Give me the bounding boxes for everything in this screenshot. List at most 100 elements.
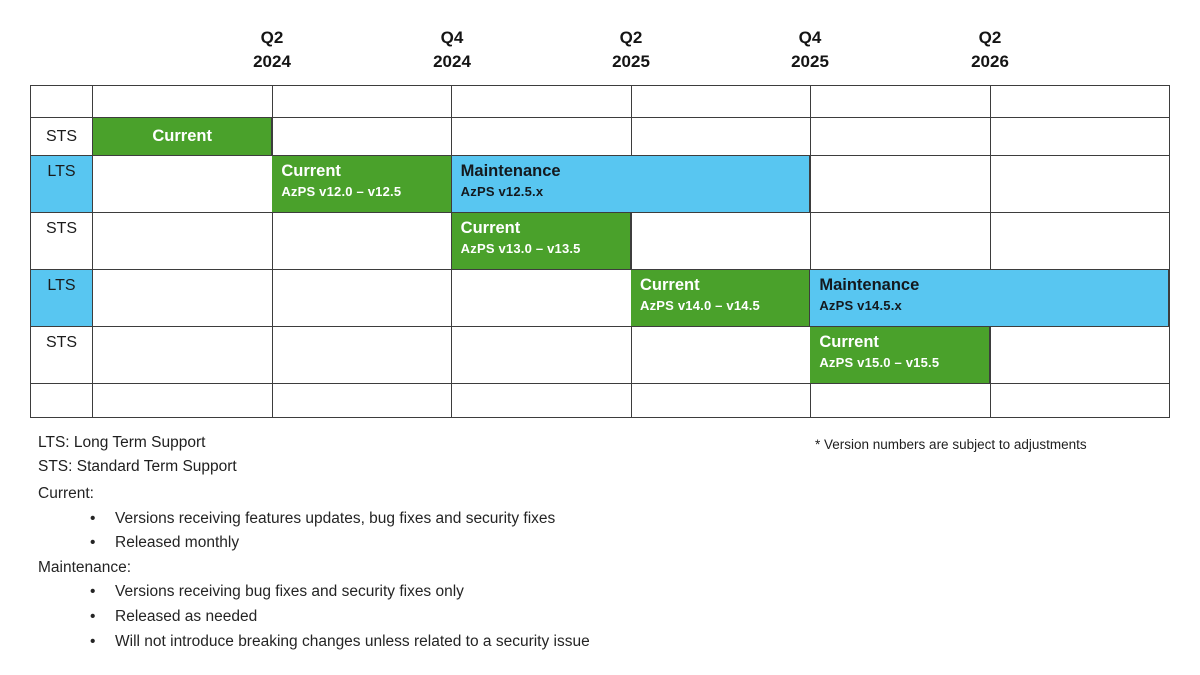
bar-version-range: AzPS v14.5.x xyxy=(819,298,902,313)
grid-cell xyxy=(991,384,1170,417)
grid-cell xyxy=(452,327,632,383)
bar-current-v12: Current AzPS v12.0 – v12.5 xyxy=(272,156,452,212)
quarter-label: Q2 xyxy=(619,28,643,47)
bar-phase-label: Maintenance xyxy=(460,162,561,180)
bar-current-v14: Current AzPS v14.0 – v14.5 xyxy=(631,270,811,326)
grid-cell xyxy=(632,86,811,117)
bar-phase-label: Maintenance xyxy=(819,276,920,294)
year-label: 2026 xyxy=(971,52,1009,71)
bar-current-v15: Current AzPS v15.0 – v15.5 xyxy=(810,327,990,383)
quarter-header-q2-2025: Q2 2025 xyxy=(612,26,650,74)
bar-phase-label: Current xyxy=(281,162,341,180)
bar-version-range: AzPS v15.0 – v15.5 xyxy=(819,355,940,370)
maintenance-bullet-list: Versions receiving bug fixes and securit… xyxy=(90,580,590,654)
current-bullet-list: Versions receiving features updates, bug… xyxy=(90,507,590,556)
grid-row-sts-3: STS Current AzPS v15.0 – v15.5 xyxy=(31,326,1169,383)
grid-cell xyxy=(811,327,991,383)
grid-row-lts-2: LTS Current AzPS v14.0 – v14.5 Maintenan… xyxy=(31,269,1169,326)
grid-cell xyxy=(93,384,273,417)
bar-version-range: AzPS v13.0 – v13.5 xyxy=(460,241,581,256)
grid-cell xyxy=(452,270,632,326)
bar-maintenance-v14-5: Maintenance AzPS v14.5.x xyxy=(810,270,1169,326)
grid-cell xyxy=(273,270,452,326)
grid-cell xyxy=(93,327,273,383)
quarter-header-q2-2026: Q2 2026 xyxy=(971,26,1009,74)
bar-phase-label: Current xyxy=(640,276,700,294)
row-label-cell xyxy=(31,384,93,417)
bar-current-sts-1: Current xyxy=(93,118,273,155)
year-label: 2024 xyxy=(433,52,471,71)
grid-row-spacer-top xyxy=(31,86,1169,117)
row-label-sts: STS xyxy=(31,118,93,155)
grid-cell xyxy=(452,86,632,117)
grid-cell xyxy=(811,118,991,155)
quarter-label: Q2 xyxy=(978,28,1002,47)
bar-maintenance-v12-5: Maintenance AzPS v12.5.x xyxy=(451,156,811,212)
bar-version-range: AzPS v12.5.x xyxy=(460,184,544,199)
grid-cell xyxy=(632,384,811,417)
bullet-item: Versions receiving bug fixes and securit… xyxy=(90,580,590,605)
quarter-label: Q4 xyxy=(798,28,822,47)
grid-cell xyxy=(632,213,811,269)
lts-definition: LTS: Long Term Support xyxy=(38,434,206,451)
grid-cell xyxy=(811,156,991,212)
grid-cell xyxy=(273,86,452,117)
grid-cell xyxy=(452,384,632,417)
phase-definitions: Current: Versions receiving features upd… xyxy=(38,482,590,654)
bullet-item: Released monthly xyxy=(90,531,590,556)
grid-cell xyxy=(632,118,811,155)
grid-cell xyxy=(452,118,632,155)
grid-row-spacer-bottom xyxy=(31,383,1169,417)
version-disclaimer-note: * Version numbers are subject to adjustm… xyxy=(815,437,1087,452)
bullet-item: Released as needed xyxy=(90,605,590,630)
grid-cell xyxy=(632,327,811,383)
grid-cell xyxy=(811,384,991,417)
grid-cell xyxy=(811,86,991,117)
year-label: 2025 xyxy=(612,52,650,71)
bar-version-range: AzPS v12.0 – v12.5 xyxy=(281,184,402,199)
row-label-lts: LTS xyxy=(31,156,93,212)
bar-phase-label: Current xyxy=(152,127,212,145)
grid-row-sts-2: STS Current AzPS v13.0 – v13.5 xyxy=(31,212,1169,269)
bar-phase-label: Current xyxy=(460,219,521,237)
grid-cell xyxy=(991,118,1170,155)
maintenance-heading: Maintenance: xyxy=(38,558,132,576)
grid-cell xyxy=(632,156,811,212)
year-label: 2024 xyxy=(253,52,291,71)
grid-cell xyxy=(273,384,452,417)
grid-cell xyxy=(273,213,452,269)
row-label-lts: LTS xyxy=(31,270,93,326)
grid-cell xyxy=(93,213,273,269)
quarter-header-q2-2024: Q2 2024 xyxy=(253,26,291,74)
bar-version-range: AzPS v14.0 – v14.5 xyxy=(640,298,760,313)
row-label-sts: STS xyxy=(31,213,93,269)
grid-cell xyxy=(811,213,991,269)
grid-cell xyxy=(93,86,273,117)
sts-definition: STS: Standard Term Support xyxy=(38,458,237,475)
bar-current-v13: Current AzPS v13.0 – v13.5 xyxy=(451,213,631,269)
bar-phase-label: Current xyxy=(819,333,879,351)
grid-row-sts-1: STS Current xyxy=(31,117,1169,155)
quarter-label: Q4 xyxy=(440,28,464,47)
grid-cell xyxy=(273,118,452,155)
quarter-header-q4-2024: Q4 2024 xyxy=(433,26,471,74)
abbreviation-legend: LTS: Long Term Support STS: Standard Ter… xyxy=(38,431,237,479)
current-heading: Current: xyxy=(38,485,94,502)
bullet-item: Versions receiving features updates, bug… xyxy=(90,507,590,532)
grid-cell xyxy=(991,156,1170,212)
grid-row-lts-1: LTS Current AzPS v12.0 – v12.5 Maintenan… xyxy=(31,155,1169,212)
grid-cell xyxy=(273,327,452,383)
bullet-item: Will not introduce breaking changes unle… xyxy=(90,630,590,655)
quarter-header-q4-2025: Q4 2025 xyxy=(791,26,829,74)
grid-cell xyxy=(991,327,1170,383)
row-label-cell xyxy=(31,86,93,117)
grid-cell xyxy=(93,270,273,326)
row-label-sts: STS xyxy=(31,327,93,383)
grid-cell xyxy=(93,156,273,212)
grid-cell xyxy=(991,213,1170,269)
quarter-label: Q2 xyxy=(260,28,284,47)
grid-cell xyxy=(452,213,632,269)
year-label: 2025 xyxy=(791,52,829,71)
grid-cell xyxy=(991,86,1170,117)
